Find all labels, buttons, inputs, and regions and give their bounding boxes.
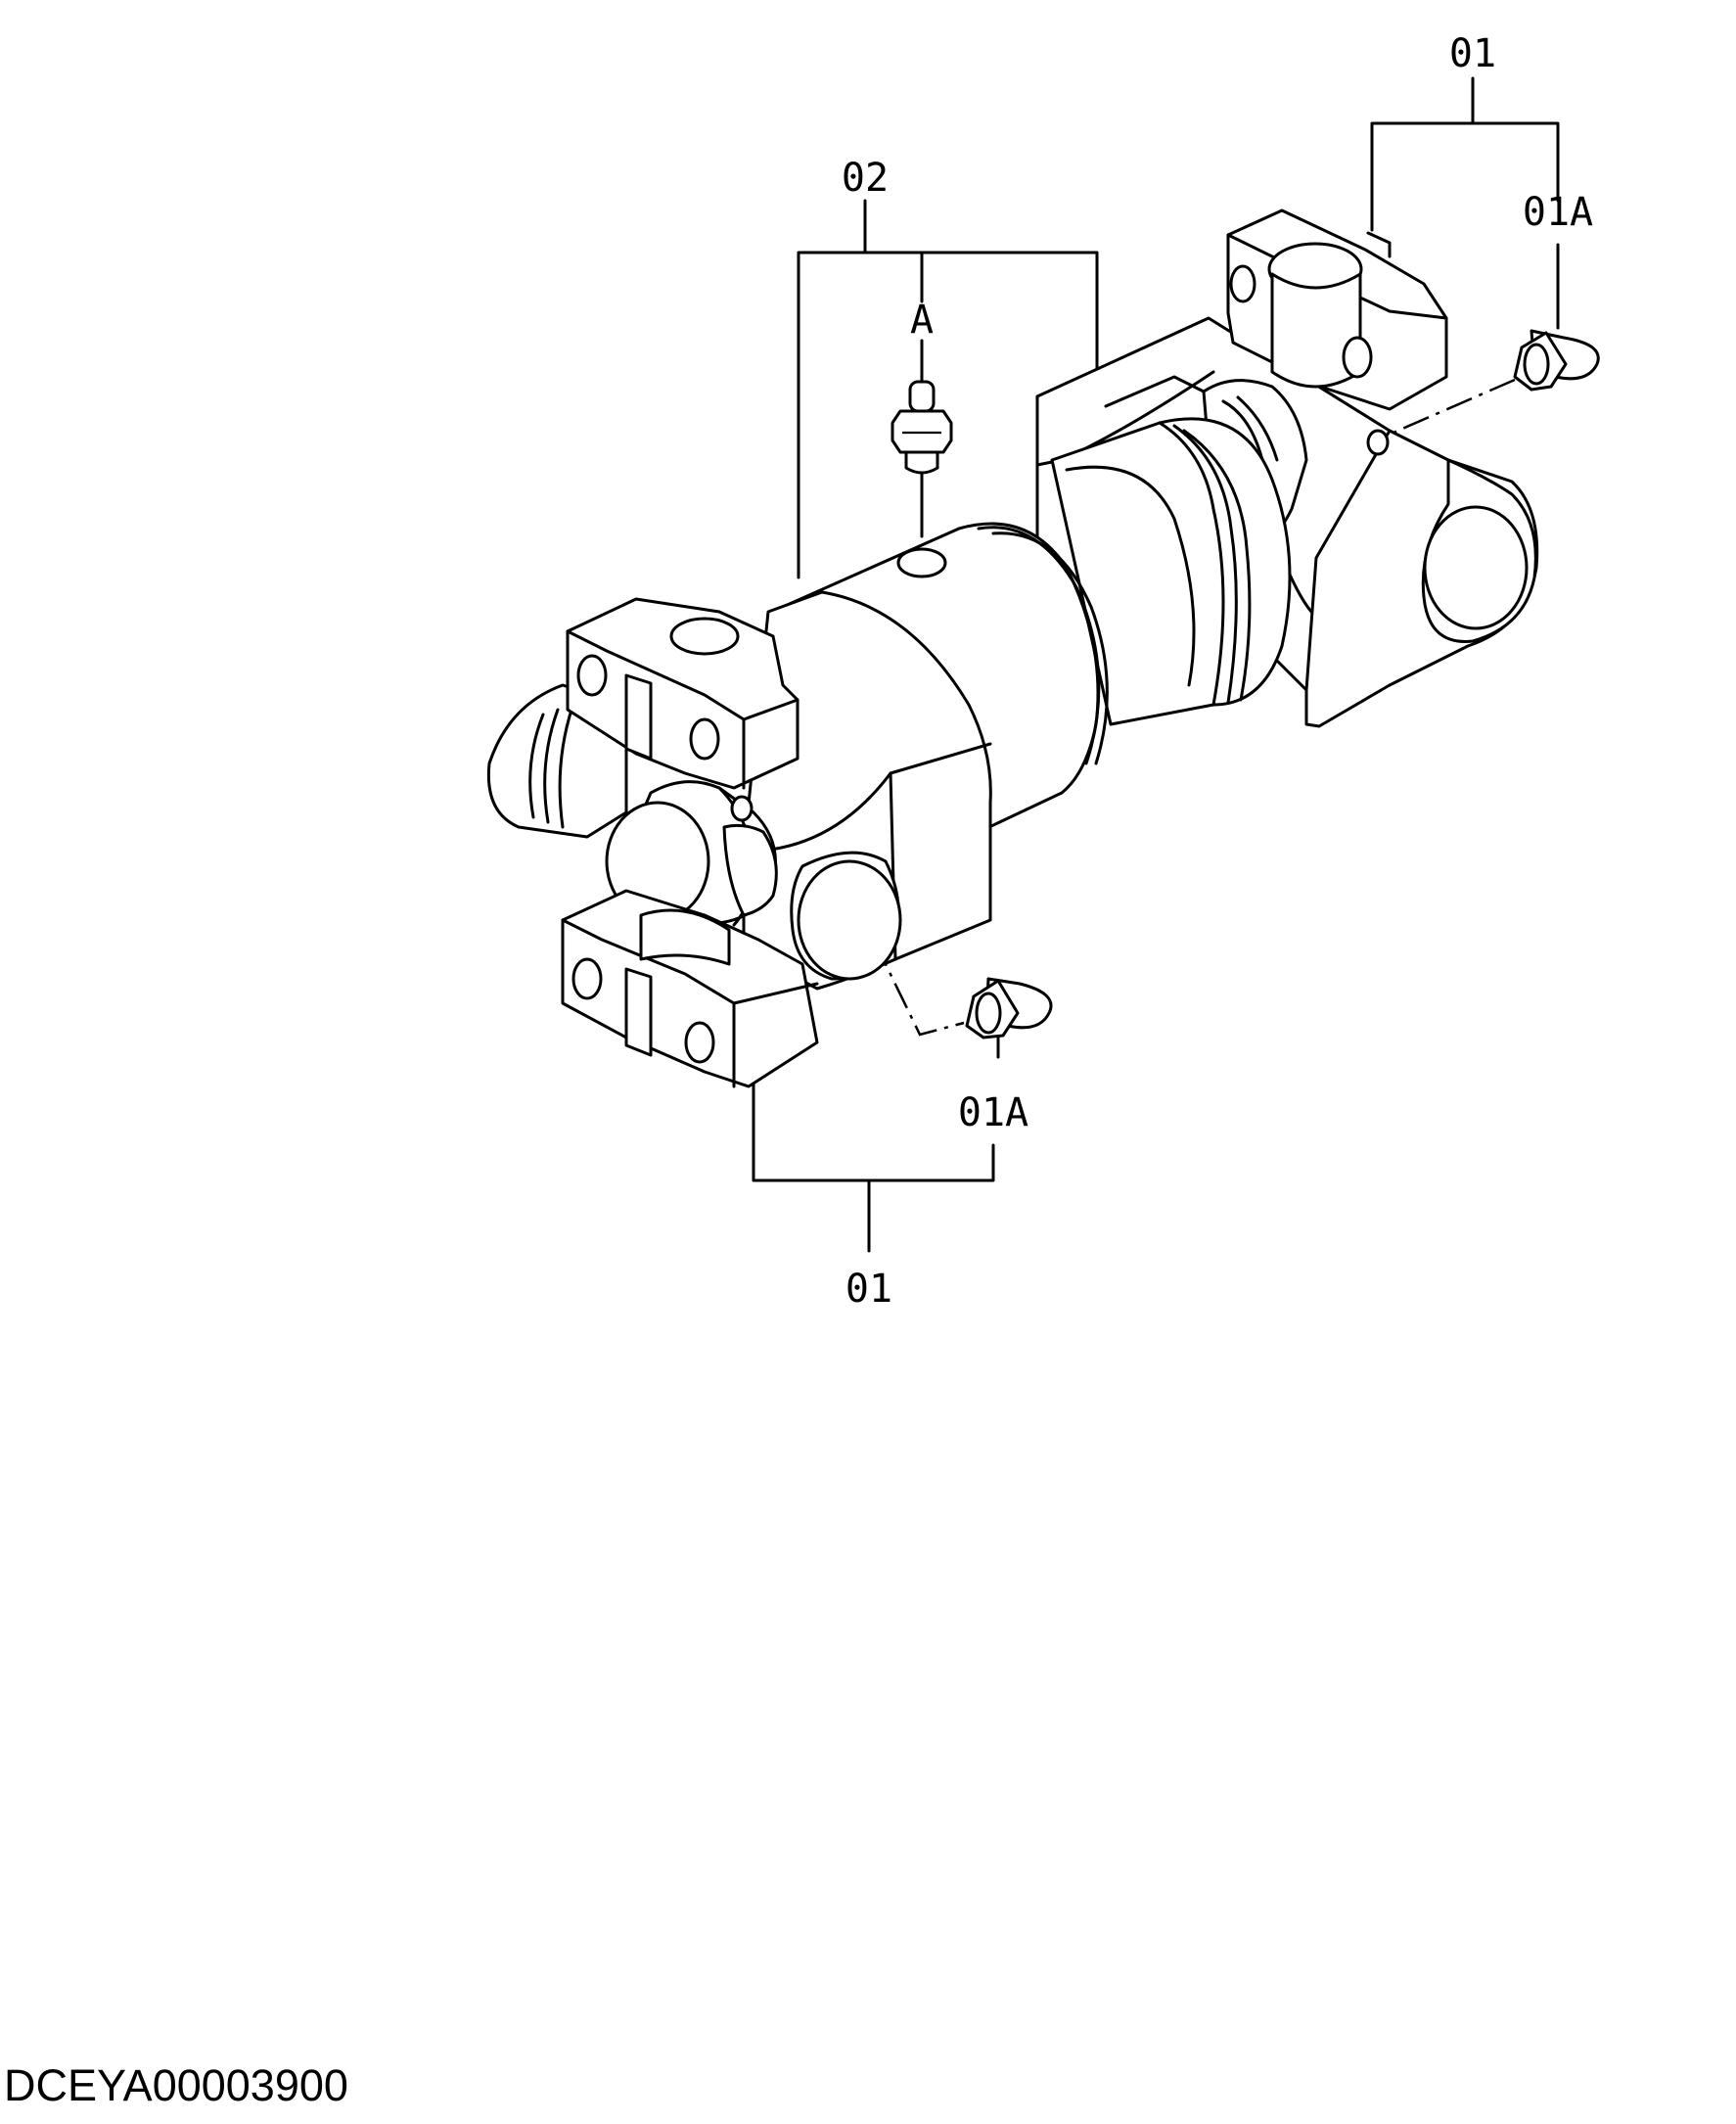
callout-grease-point: A: [910, 298, 934, 343]
callout-bushing: 02: [842, 156, 889, 201]
grease-fitting-bottom: [965, 977, 1053, 1039]
callout-top-assembly: 01: [1449, 31, 1496, 76]
callout-labels: 01 01A 02 A 01A 01: [842, 31, 1593, 1312]
callout-top-fitting: 01A: [1523, 190, 1593, 235]
drawing-reference-code: DCEYA00003900: [4, 2060, 348, 2110]
callout-bottom-assembly: 01: [845, 1267, 892, 1312]
grease-fitting-a: [891, 380, 953, 475]
bracket-bottom-assembly: [752, 1075, 995, 1182]
centerline-top-fitting: [1379, 378, 1516, 440]
bracket-bushing: [797, 251, 1099, 579]
bracket-top-assembly: [1370, 121, 1560, 232]
grease-fitting-top: [1513, 329, 1600, 392]
callout-bottom-fitting: 01A: [958, 1090, 1028, 1135]
left-yoke: [486, 590, 992, 1088]
